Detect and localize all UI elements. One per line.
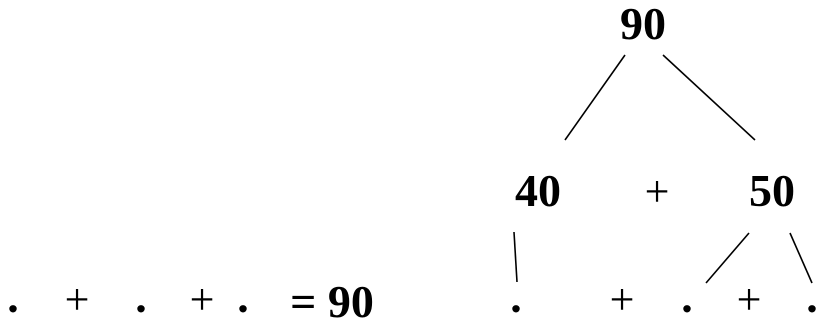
edge-root-to-40	[564, 54, 626, 141]
left-term-1: .	[7, 271, 19, 322]
tree-leaf-1: .	[510, 271, 522, 322]
left-result: = 90	[290, 276, 374, 327]
tree-leaf-plus-2: +	[736, 275, 762, 324]
left-term-3: .	[237, 271, 249, 322]
edge-50-to-leaf-3	[789, 232, 813, 284]
left-plus-2: +	[189, 275, 215, 324]
edge-50-to-leaf-2	[705, 232, 750, 284]
tree-root-value: 90	[620, 0, 666, 49]
tree-leaf-plus-1: +	[609, 275, 635, 324]
edge-root-to-50	[662, 54, 756, 141]
tree-left-value: 40	[515, 165, 561, 216]
left-plus-1: +	[64, 275, 90, 324]
tree-right-value: 50	[749, 165, 795, 216]
tree-leaf-3: .	[806, 271, 818, 322]
tree-mid-plus: +	[644, 167, 670, 216]
tree-leaf-2: .	[681, 271, 693, 322]
edge-40-to-leaf-1	[513, 231, 518, 283]
left-term-2: .	[135, 271, 147, 322]
